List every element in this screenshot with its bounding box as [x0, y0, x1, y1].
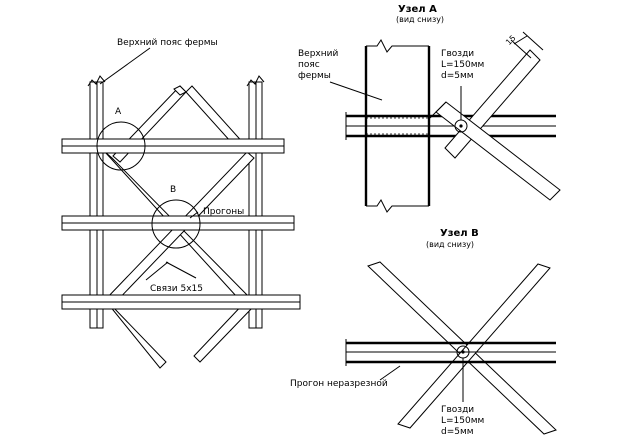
node-b-nails-1: Гвозди — [441, 405, 474, 415]
ties-label: Связи 5х15 — [150, 284, 203, 294]
node-a-subtitle: (вид снизу) — [396, 15, 444, 24]
node-b-marker: B — [170, 185, 176, 195]
node-a-chord-label-1: Верхний — [298, 49, 338, 59]
purlins-label: Прогоны — [203, 207, 244, 217]
node-a-marker: A — [115, 107, 122, 117]
top-chord-label: Верхний пояс фермы — [117, 38, 218, 48]
node-b-nails-2: L=150мм — [441, 416, 484, 426]
node-b-purlin — [345, 339, 556, 366]
purlin-bottom — [61, 294, 301, 310]
truss-chord-right — [246, 75, 265, 329]
plan-view: Верхний пояс фермы A B Прогоны Связи 5х1… — [61, 38, 301, 369]
purlin-middle — [61, 215, 295, 231]
node-a-chord-label-3: фермы — [298, 71, 331, 81]
node-a-nails-1: Гвозди — [441, 49, 474, 59]
node-b-subtitle: (вид снизу) — [426, 240, 474, 249]
node-a-dim-15: 15 — [504, 34, 518, 48]
node-b-detail: Узел B (вид снизу) Прогон неразрезной Гв… — [290, 228, 557, 437]
node-a-detail: Узел A (вид снизу) 15 Верхний п — [298, 4, 561, 213]
node-a-nails-2: L=150мм — [441, 60, 484, 70]
node-a-nails-3: d=5мм — [441, 71, 474, 81]
node-b-nails-3: d=5мм — [441, 427, 474, 437]
purlin-top — [61, 138, 285, 154]
node-a-title: Узел A — [398, 4, 437, 15]
purlin-continuous-label: Прогон неразрезной — [290, 379, 388, 389]
truss-chord-left — [87, 75, 106, 329]
node-b-circle — [151, 199, 201, 249]
node-b-title: Узел B — [440, 228, 479, 239]
node-a-chord-label-2: пояс — [298, 60, 320, 70]
node-a-circle — [96, 121, 146, 171]
